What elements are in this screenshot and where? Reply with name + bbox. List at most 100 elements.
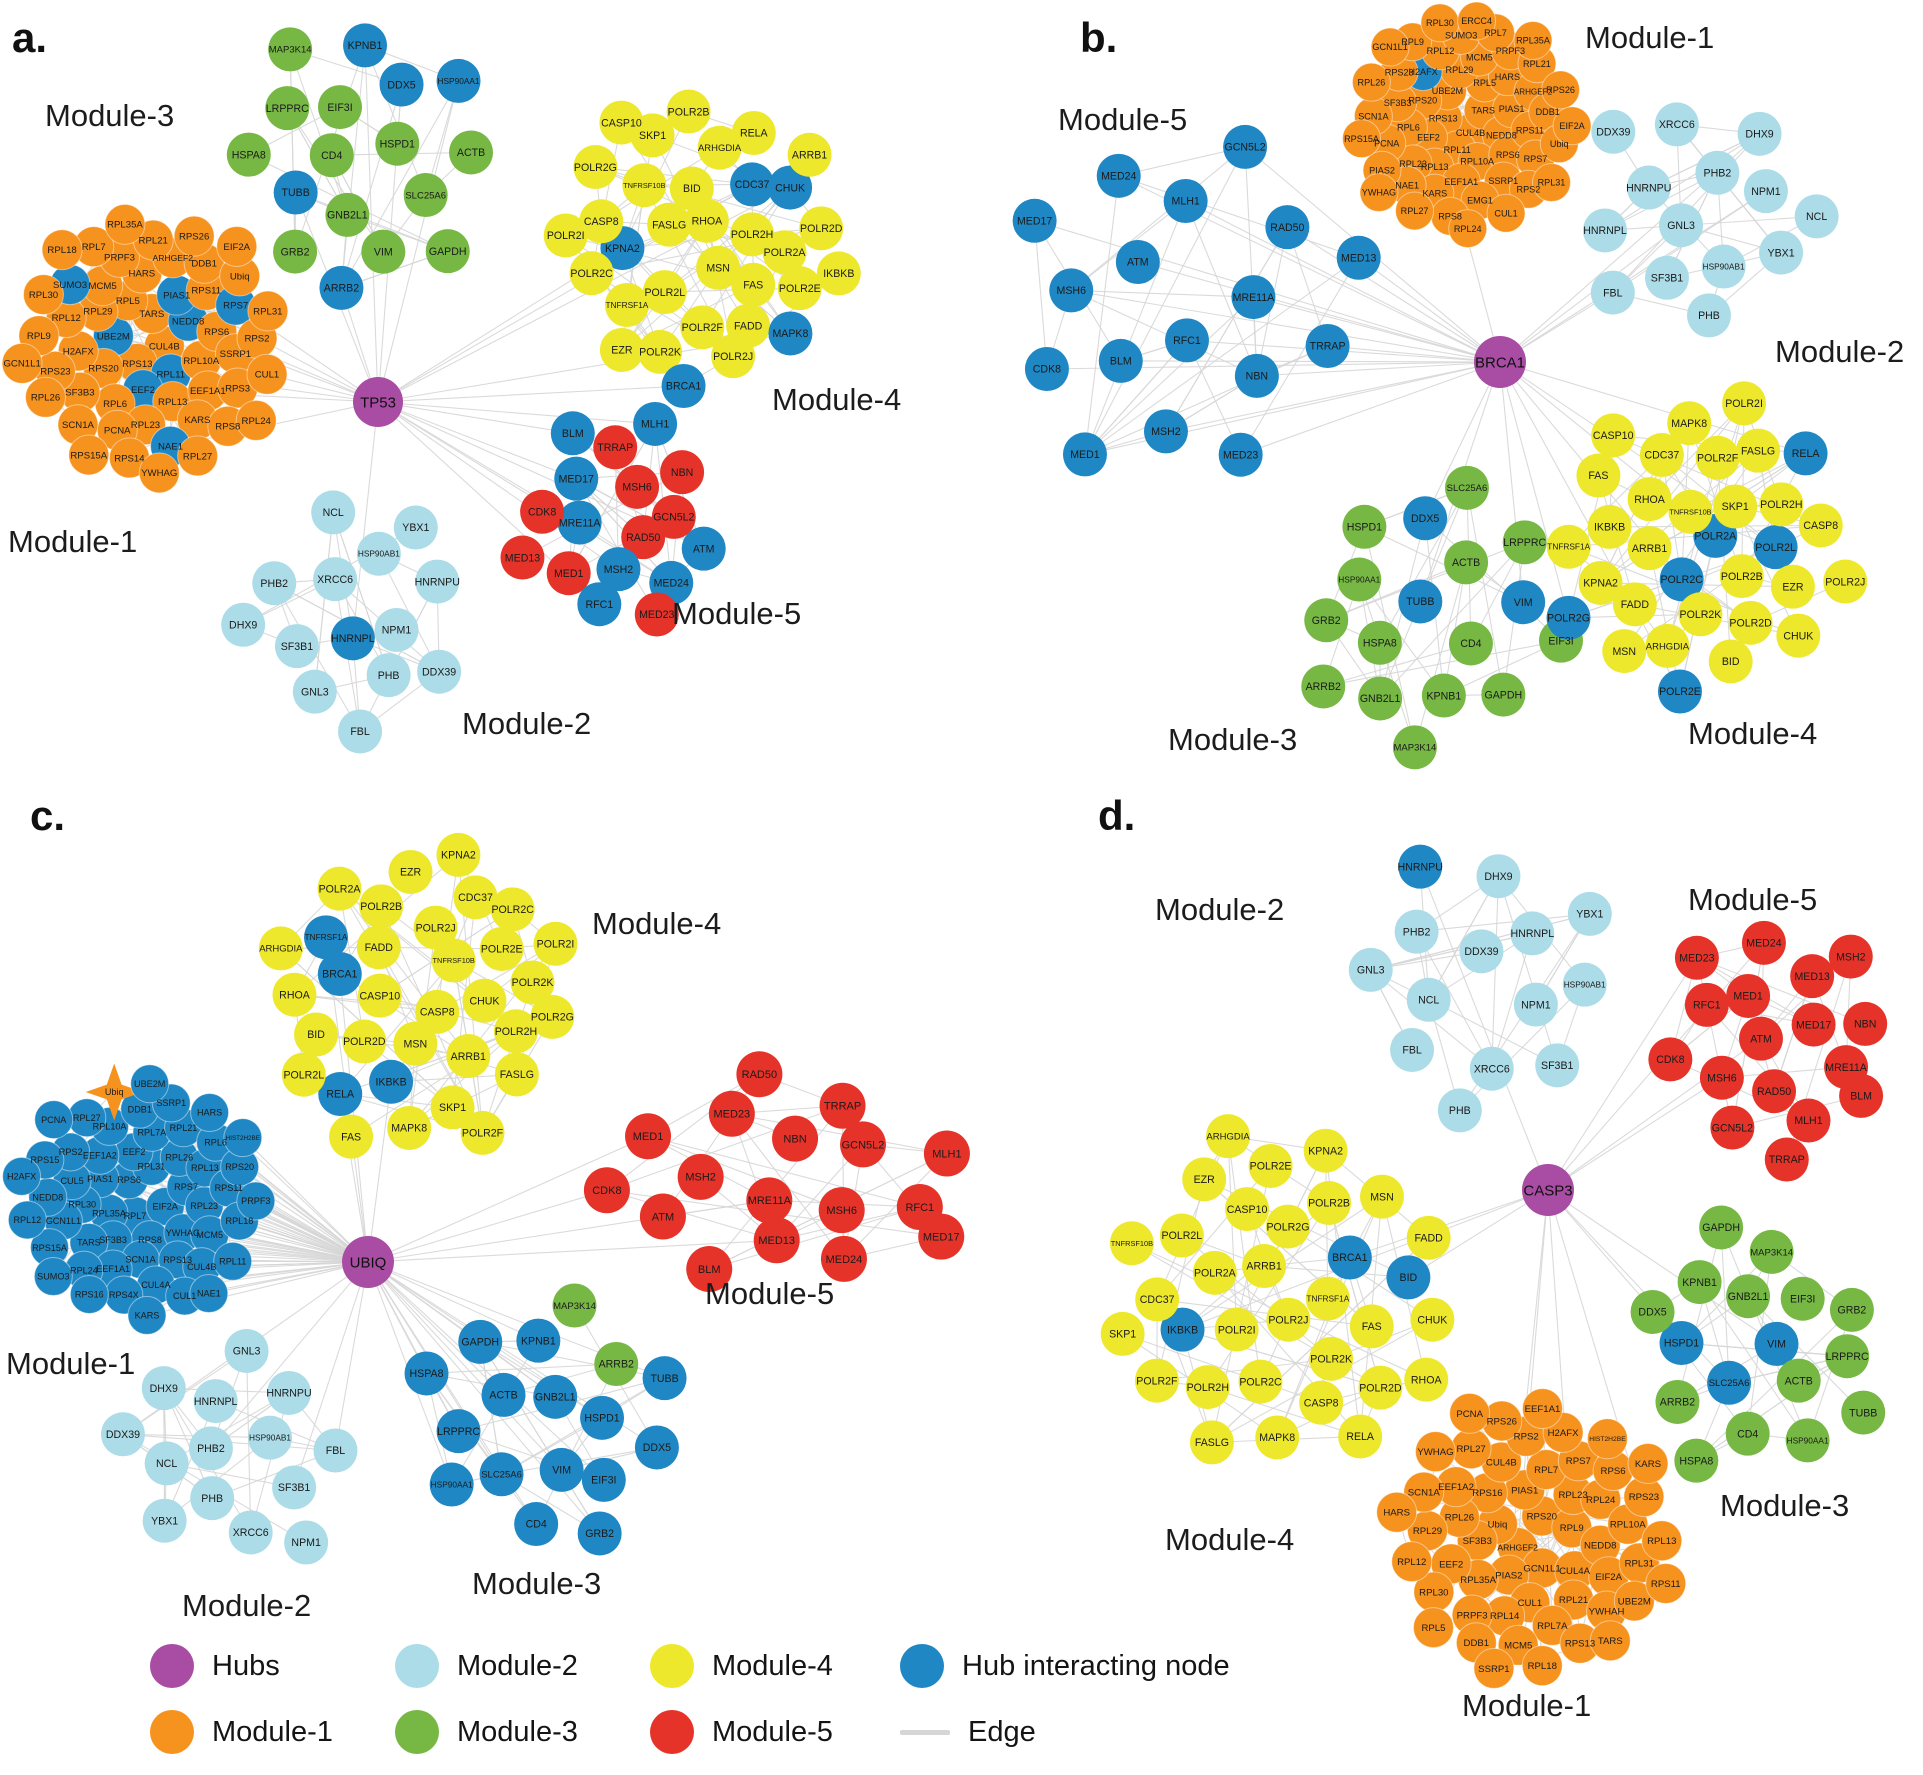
node-label: RAD50 (1757, 1086, 1791, 1098)
network-node (642, 1356, 687, 1401)
network-node (1414, 1431, 1456, 1473)
hub-edge (1253, 296, 1501, 363)
network-node (1444, 465, 1489, 510)
network-node (1351, 62, 1391, 102)
network-node (453, 875, 498, 920)
network-node (1305, 323, 1350, 368)
network-node (573, 145, 618, 190)
network-node (1686, 293, 1731, 338)
node-label: TUBB (650, 1373, 678, 1385)
network-node (265, 86, 310, 131)
node-label: HSPA8 (232, 149, 266, 161)
node-label: GAPDH (429, 246, 467, 258)
node-label: RPL21 (1523, 59, 1551, 69)
network-node (223, 1118, 263, 1158)
node-label: ARHGDIA (259, 944, 303, 955)
legend-item-hubs: Hubs (150, 1640, 395, 1692)
network-node (273, 170, 318, 215)
node-label: POLR2G (531, 1012, 574, 1024)
node-label: PHB2 (1403, 926, 1431, 938)
network-node (1100, 1311, 1145, 1356)
hub-node (353, 377, 403, 427)
network-node (1223, 124, 1268, 169)
network-node (189, 1274, 229, 1314)
network-node (429, 1462, 474, 1507)
network-node (1710, 1105, 1755, 1150)
node-label: DHX9 (1745, 129, 1773, 141)
edge (591, 122, 622, 274)
node-label: RFC1 (1693, 1000, 1721, 1012)
hub-edge (1547, 1077, 1723, 1191)
node-label: RPL30 (1426, 18, 1454, 28)
node-label: RPS2 (1514, 1432, 1539, 1443)
node-label: MAP3K14 (1394, 743, 1437, 754)
node-label: POLR2B (1308, 1198, 1350, 1210)
node-label: MED23 (1223, 449, 1258, 461)
node-label: EIF3I (1548, 635, 1573, 647)
network-node (1794, 194, 1839, 239)
node-label: RPL14 (1490, 1611, 1520, 1622)
network-node (374, 607, 419, 652)
network-node (252, 561, 297, 606)
node-label: MED1 (1733, 991, 1763, 1003)
node-label: EEF1A1 (1444, 177, 1478, 187)
node-label: RPS8 (1438, 211, 1462, 221)
network-node (730, 162, 775, 207)
node-label: DDX5 (643, 1442, 671, 1454)
module-label: Module-4 (1165, 1522, 1294, 1557)
node-label: SF3B1 (281, 641, 313, 653)
network-node (1502, 520, 1547, 565)
edge (1084, 175, 1120, 455)
network-node (730, 212, 775, 257)
network-node (660, 450, 705, 495)
node-label: NBN (1246, 371, 1268, 383)
node-label: FADD (365, 942, 394, 954)
network-node (221, 602, 266, 647)
node-label: DDX39 (422, 666, 456, 678)
node-label: RELA (1792, 448, 1821, 460)
node-label: TARS (1598, 1636, 1623, 1647)
node-label: ARRB2 (324, 283, 359, 295)
node-label: TRRAP (1310, 341, 1346, 353)
network-node (1828, 934, 1873, 979)
node-label: RHOA (1634, 494, 1666, 506)
node-label: CHUK (469, 995, 499, 1007)
node-label: RPS6 (204, 327, 229, 338)
network-node (731, 262, 776, 307)
node-label: NPM1 (291, 1537, 321, 1549)
node-label: RPL24 (70, 1265, 98, 1275)
network-node (311, 490, 356, 535)
network-node (1783, 431, 1828, 476)
legend-item-module-2: Module-2 (395, 1640, 650, 1692)
node-label: RPL13 (1647, 1536, 1676, 1547)
node-label: CD4 (1737, 1428, 1758, 1440)
node-label: POLR2I (1725, 398, 1763, 410)
network-node (458, 1319, 503, 1364)
network-node (413, 905, 458, 950)
legend-label-module-4: Module-4 (712, 1649, 833, 1682)
network-node (248, 1415, 293, 1460)
network-node (753, 1217, 800, 1264)
network-node (1218, 432, 1263, 477)
network-node (436, 1409, 481, 1454)
node-label: CDC37 (458, 892, 493, 904)
node-label: RHOA (1411, 1374, 1443, 1386)
node-label: CDK8 (592, 1185, 621, 1197)
network-node (583, 1167, 630, 1214)
node-label: HSP90AA1 (438, 76, 480, 86)
network-node (1713, 484, 1758, 529)
network-node (2, 1156, 42, 1196)
node-label: RAD50 (1270, 222, 1304, 234)
network-node (1708, 639, 1753, 684)
network-node (1349, 1304, 1394, 1349)
node-label: EEF1A1 (96, 1264, 130, 1274)
network-node (494, 1052, 539, 1097)
node-label: RPS7 (223, 300, 248, 311)
edge (1379, 487, 1468, 644)
node-label: CD4 (1460, 638, 1481, 650)
node-label: BID (307, 1029, 325, 1041)
node-label: NEDD8 (1584, 1541, 1617, 1552)
node-label: POLR2K (1680, 609, 1722, 621)
edge (1084, 200, 1187, 455)
node-label: POLR2J (1268, 1314, 1308, 1326)
